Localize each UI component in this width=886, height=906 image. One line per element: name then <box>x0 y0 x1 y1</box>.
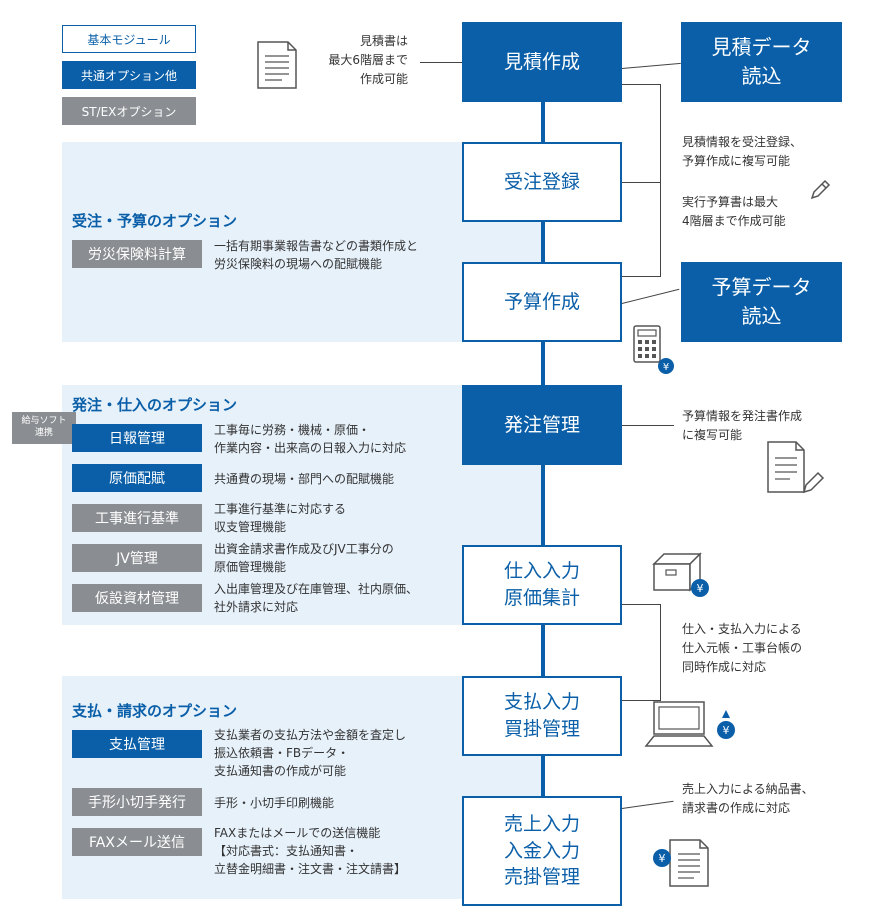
yen-symbol: ¥ <box>723 724 730 737</box>
pencil-icon <box>810 179 831 200</box>
invoice-yen-icon: ¥ <box>653 839 709 887</box>
calculator-icon: ¥ <box>633 325 674 374</box>
connector-budget-import <box>621 288 680 304</box>
flow-spine <box>541 100 545 905</box>
connector-payment-h <box>622 700 661 701</box>
laptop-yen-icon: ¥ <box>644 701 735 747</box>
payroll-link-badge: 給与ソフト 連携 <box>12 412 76 444</box>
flow-node-purchase[interactable]: 仕入入力 原価集計 <box>462 545 622 625</box>
option-tag-temp-materials[interactable]: 仮設資材管理 <box>72 584 202 612</box>
option-tag-cost-allocation[interactable]: 原価配賦 <box>72 464 202 492</box>
connector-po-note <box>622 425 674 426</box>
sales-note: 売上入力による納品書、 請求書の作成に対応 <box>682 782 814 816</box>
connector-estimate-import <box>621 62 681 69</box>
option-desc-cost-allocation: 共通費の現場・部門への配賦機能 <box>214 472 395 486</box>
budget-data-import[interactable]: 予算データ 読込 <box>681 262 842 342</box>
flow-node-payment[interactable]: 支払入力 買掛管理 <box>462 676 622 756</box>
payment-section-title: 支払・請求のオプション <box>72 702 238 720</box>
option-tag-fax-mail[interactable]: FAXメール送信 <box>72 828 202 856</box>
option-desc-daily-report: 工事毎に労務・機械・原価・ 作業内容・出来高の日報入力に対応 <box>214 423 407 455</box>
connector-estimate-note <box>420 62 462 63</box>
connector-sales-note <box>621 800 674 809</box>
connector-bracket-mid <box>622 182 661 183</box>
yen-symbol: ¥ <box>697 582 704 595</box>
option-desc-jv: 出資金請求書作成及びJV工事分の 原価管理機能 <box>214 542 394 574</box>
yen-symbol: ¥ <box>659 852 666 865</box>
option-desc-labor-insurance: 一括有期事業報告書などの書類作成と 労災保険料の現場への配賦機能 <box>214 239 419 271</box>
flow-node-order[interactable]: 受注登録 <box>462 142 622 222</box>
yen-symbol: ¥ <box>663 362 669 373</box>
legend-basic: 基本モジュール <box>62 25 196 53</box>
document-pencil-icon <box>767 441 825 494</box>
connector-purchase-h <box>622 604 661 605</box>
flow-node-sales[interactable]: 売上入力 入金入力 売掛管理 <box>462 796 622 906</box>
option-desc-payment-mgmt: 支払業者の支払方法や金額を査定し 振込依頼書・FBデータ・ 支払通知書の作成が可… <box>214 728 407 778</box>
flow-node-budget[interactable]: 予算作成 <box>462 262 622 342</box>
connector-bracket-top <box>622 84 661 85</box>
budget-note: 実行予算書は最大 4階層まで作成可能 <box>682 195 786 229</box>
flow-node-po[interactable]: 発注管理 <box>462 385 622 465</box>
option-desc-fax-mail: FAXまたはメールでの送信機能 【対応書式：支払通知書・ 立替金明細書・注文書・… <box>214 826 407 876</box>
estimate-data-import[interactable]: 見積データ 読込 <box>681 22 842 102</box>
option-tag-daily-report[interactable]: 日報管理 <box>72 424 202 452</box>
option-tag-jv[interactable]: JV管理 <box>72 544 202 572</box>
connector-bracket-vertical <box>660 84 661 276</box>
order-copy-note: 見積情報を受注登録、 予算作成に複写可能 <box>682 135 803 169</box>
option-desc-note-check: 手形・小切手印刷機能 <box>214 796 335 810</box>
document-icon <box>257 41 297 89</box>
legend-common: 共通オプション他 <box>62 61 196 89</box>
legend-st-ex: ST/EXオプション <box>62 97 196 125</box>
option-tag-progress-basis[interactable]: 工事進行基準 <box>72 504 202 532</box>
option-tag-payment-mgmt[interactable]: 支払管理 <box>72 730 202 758</box>
box-yen-icon: ¥ <box>652 552 709 597</box>
purchase-note: 仕入・支払入力による 仕入元帳・工事台帳の 同時作成に対応 <box>682 622 803 675</box>
po-copy-note: 予算情報を発注書作成 に複写可能 <box>682 409 803 443</box>
flow-node-estimate[interactable]: 見積作成 <box>462 22 622 102</box>
purchase-section-title: 発注・仕入のオプション <box>72 396 238 414</box>
option-tag-labor-insurance[interactable]: 労災保険料計算 <box>72 240 202 268</box>
option-desc-progress-basis: 工事進行基準に対応する 収支管理機能 <box>214 502 347 534</box>
connector-purchase-v <box>660 604 661 700</box>
option-tag-note-check[interactable]: 手形小切手発行 <box>72 788 202 816</box>
order-budget-section-title: 受注・予算のオプション <box>72 212 238 230</box>
estimate-note: 見積書は 最大6階層まで 作成可能 <box>328 34 408 87</box>
option-desc-temp-materials: 入出庫管理及び在庫管理、社内原価、 社外請求に対応 <box>214 582 419 614</box>
connector-bracket-bottom <box>622 276 661 277</box>
